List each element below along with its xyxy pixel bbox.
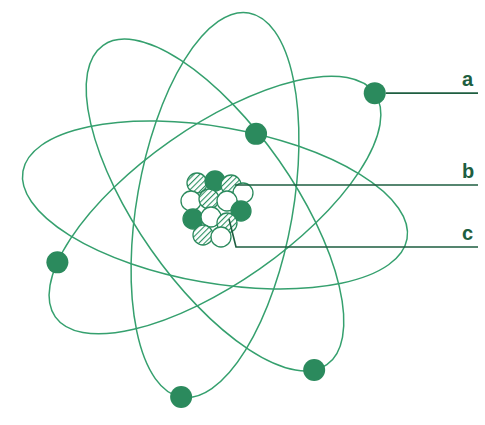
part-letter: c (462, 223, 473, 243)
electron (303, 359, 325, 381)
leader-line (235, 184, 478, 186)
electron (245, 123, 267, 145)
neutron (181, 191, 201, 211)
proton (199, 189, 219, 209)
electron-orbit (11, 29, 420, 380)
proton (193, 225, 213, 245)
electron-orbit (9, 94, 420, 315)
electron (170, 386, 192, 408)
neutron (211, 227, 231, 247)
leader-line (386, 92, 478, 94)
part-letter: a (462, 69, 473, 89)
electron (46, 251, 68, 273)
electron-orbit (39, 1, 390, 410)
electron (364, 82, 386, 104)
part-letter: b (462, 161, 474, 181)
leader-line (229, 219, 478, 247)
electron-orbit (104, 0, 325, 411)
